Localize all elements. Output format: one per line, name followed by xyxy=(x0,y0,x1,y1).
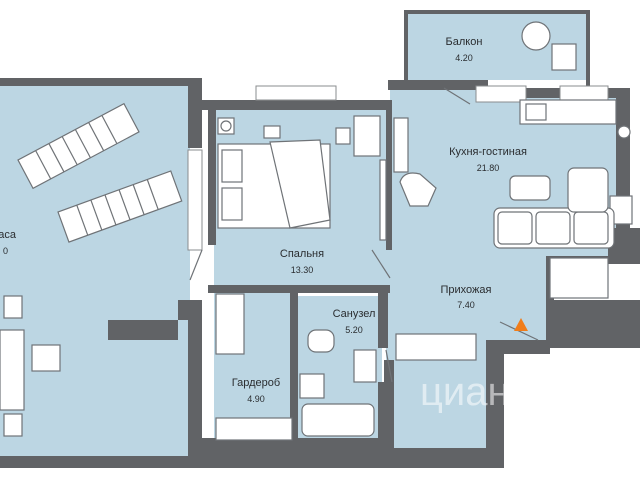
hall-floor-lower xyxy=(386,290,486,450)
balcony-chair xyxy=(551,43,577,71)
room-name: Прихожая xyxy=(441,284,492,296)
wall xyxy=(188,78,202,148)
wall xyxy=(540,340,640,348)
wall xyxy=(196,100,392,110)
wall xyxy=(388,80,488,90)
wall xyxy=(208,100,216,245)
room-area: 21.80 xyxy=(477,163,500,173)
room-name: Спальня xyxy=(280,248,324,260)
window xyxy=(255,85,337,101)
washbasin xyxy=(299,373,325,399)
shelf xyxy=(379,159,387,241)
washing-machine xyxy=(353,349,377,383)
wall xyxy=(546,300,640,340)
blanket xyxy=(269,139,331,229)
coffee-table xyxy=(509,175,551,201)
wall xyxy=(290,288,298,448)
sofa-arm xyxy=(567,167,609,213)
hall-furniture xyxy=(215,257,609,441)
room-area: 5.20 xyxy=(345,325,363,335)
window xyxy=(475,85,527,103)
kitchen-shelf xyxy=(393,117,409,173)
wall xyxy=(378,288,388,348)
lamp xyxy=(220,120,232,132)
wall xyxy=(386,100,392,250)
wardrobe-rack xyxy=(215,293,245,355)
wardrobe-shelf xyxy=(215,417,293,441)
sofa-seat xyxy=(573,211,609,245)
pillow xyxy=(221,149,243,183)
sofa-seat xyxy=(535,211,571,245)
desk xyxy=(353,115,381,157)
room-name: аса xyxy=(0,229,17,241)
room-area: 4.20 xyxy=(455,53,473,63)
bedroom-furniture xyxy=(217,115,387,241)
balcony-table xyxy=(521,21,551,51)
door xyxy=(371,249,391,279)
windows xyxy=(187,85,609,251)
room-area: 0 xyxy=(3,246,8,256)
room-name: Балкон xyxy=(446,36,483,48)
wall xyxy=(586,10,590,90)
pillow xyxy=(221,187,243,221)
chair xyxy=(335,127,351,145)
hall-cabinet xyxy=(549,257,609,299)
wall xyxy=(188,300,202,468)
walls xyxy=(0,10,640,468)
armchair xyxy=(399,172,437,207)
wall xyxy=(404,10,408,86)
wall xyxy=(250,285,390,293)
terrace-chair xyxy=(3,413,23,437)
room-name: Кухня-гостиная xyxy=(449,146,527,158)
room-labels: Балкон 4.20 Кухня-гостиная 21.80 Спальня… xyxy=(0,36,527,404)
wall xyxy=(384,448,504,468)
entrance-marker xyxy=(514,318,528,331)
sink xyxy=(617,125,631,139)
sofa-seat xyxy=(497,211,533,245)
wall xyxy=(404,10,590,14)
terrace-furniture xyxy=(0,102,183,437)
hob xyxy=(525,103,547,121)
wall xyxy=(480,88,630,98)
room-area: 13.30 xyxy=(291,265,314,275)
door xyxy=(443,87,471,105)
wall xyxy=(0,456,200,468)
room-name: Гардероб xyxy=(232,377,280,389)
room-name: Санузел xyxy=(333,308,376,320)
terrace-chair xyxy=(31,344,61,372)
bathtub xyxy=(301,403,375,437)
wall xyxy=(178,300,202,320)
terrace-chair xyxy=(3,295,23,319)
wall xyxy=(188,438,388,468)
window xyxy=(187,149,203,251)
kitchen-furniture xyxy=(393,21,633,249)
wall xyxy=(616,88,630,228)
watermark: циан xyxy=(420,370,510,414)
bathroom-fixtures xyxy=(299,329,377,437)
sun-lounger xyxy=(17,102,140,190)
wall xyxy=(486,340,550,354)
wall xyxy=(378,382,388,448)
sun-lounger xyxy=(57,170,183,243)
tv-stand xyxy=(263,125,281,139)
door xyxy=(385,349,393,383)
toilet xyxy=(307,329,335,353)
window xyxy=(559,85,609,101)
shoe-rack xyxy=(395,333,477,361)
terrace-table xyxy=(0,329,25,411)
door xyxy=(189,249,203,281)
wall xyxy=(486,340,504,468)
room-area: 4.90 xyxy=(247,394,265,404)
wall xyxy=(108,320,178,340)
wall xyxy=(384,360,394,468)
room-area: 7.40 xyxy=(457,300,475,310)
wall xyxy=(0,78,200,86)
